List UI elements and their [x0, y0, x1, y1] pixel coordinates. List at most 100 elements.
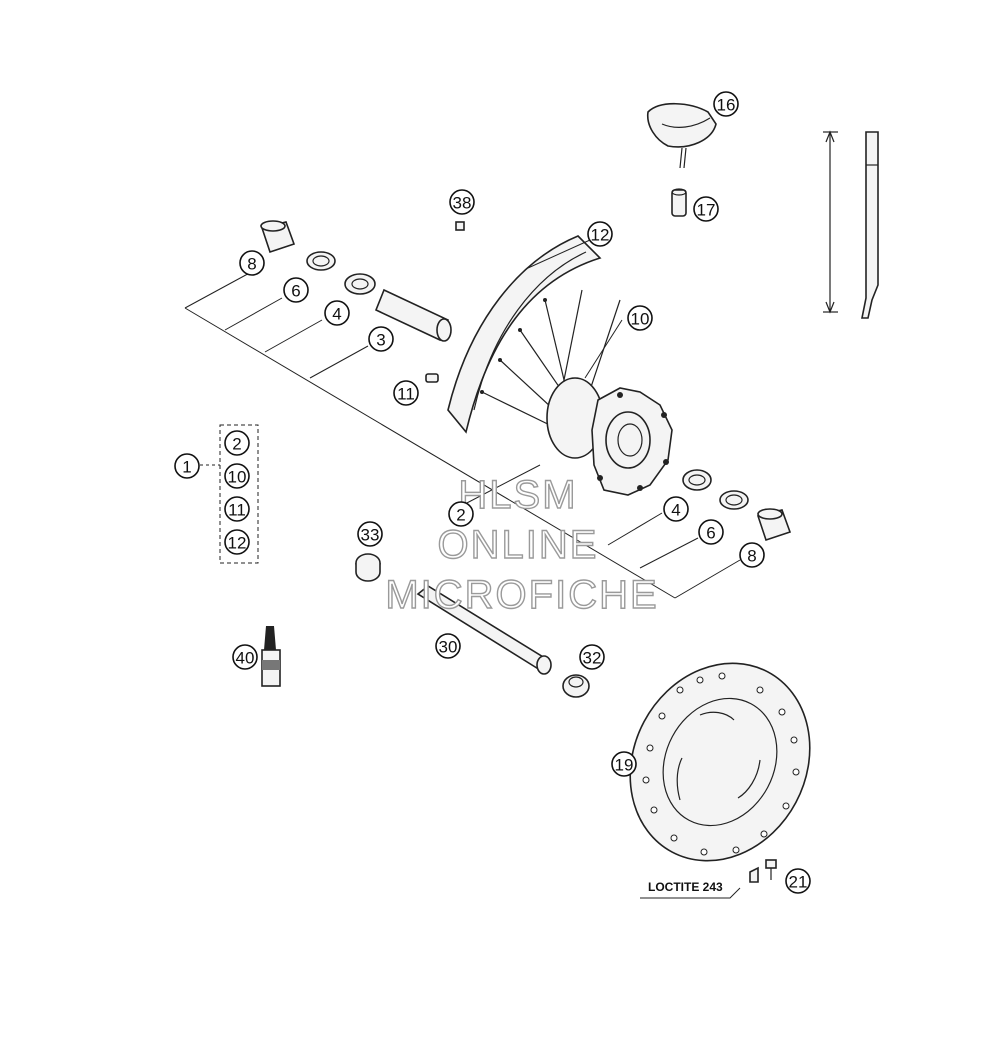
disc-bolt-21 [749, 859, 777, 883]
callout-circle [713, 91, 739, 117]
disc-holes [642, 672, 800, 856]
callout-c10a[interactable]: 10 [627, 305, 653, 331]
callout-label: 12 [228, 534, 247, 553]
callout-circle [393, 380, 419, 406]
spoke-nipple-11 [425, 373, 439, 383]
callout-circle [663, 496, 689, 522]
callout-c33[interactable]: 33 [357, 521, 383, 547]
callout-circle [368, 326, 394, 352]
callout-circle [627, 305, 653, 331]
callout-c40[interactable]: 40 [232, 644, 258, 670]
callout-label: 2 [232, 435, 241, 454]
callout-c1[interactable]: 1 [174, 453, 200, 479]
callout-c8b[interactable]: 8 [739, 542, 765, 568]
axle-nut-32 [562, 674, 590, 698]
callout-label: 6 [291, 282, 300, 301]
callout-circle [224, 496, 250, 522]
hub-2 [546, 377, 673, 496]
brake-disc-19 [629, 662, 811, 862]
callout-circle [224, 430, 250, 456]
callout-c4a[interactable]: 4 [324, 300, 350, 326]
callout-g12[interactable]: 12 [224, 529, 250, 555]
callout-c6a[interactable]: 6 [283, 277, 309, 303]
callout-g11[interactable]: 11 [224, 496, 250, 522]
callout-c21[interactable]: 21 [785, 868, 811, 894]
callout-c32[interactable]: 32 [579, 644, 605, 670]
callout-circle [579, 644, 605, 670]
callout-circle [587, 221, 613, 247]
watermark-line-1: HLSM [458, 473, 577, 517]
callout-label: 40 [236, 649, 255, 668]
callout-label: 11 [228, 501, 246, 520]
callout-circle [283, 277, 309, 303]
callout-label: 21 [789, 873, 808, 892]
callout-circle [224, 529, 250, 555]
callout-c4b[interactable]: 4 [663, 496, 689, 522]
callout-c3[interactable]: 3 [368, 326, 394, 352]
callout-label: 32 [583, 649, 602, 668]
nipple-38 [455, 221, 465, 231]
callout-g2[interactable]: 2 [224, 430, 250, 456]
callout-c2[interactable]: 2 [448, 501, 474, 527]
callout-c16[interactable]: 16 [713, 91, 739, 117]
callout-c17[interactable]: 17 [693, 196, 719, 222]
axle-nut-33 [355, 553, 381, 582]
callout-label: 3 [376, 331, 385, 350]
callout-circle [698, 519, 724, 545]
loctite-note: LOCTITE 243 [648, 880, 723, 894]
callout-label: 33 [361, 526, 380, 545]
callout-label: 4 [332, 305, 341, 324]
callout-label: 16 [717, 96, 736, 115]
callout-circle [239, 250, 265, 276]
seal-6-right [719, 490, 749, 510]
spacer-8-left [260, 220, 296, 254]
callout-c38[interactable]: 38 [449, 189, 475, 215]
callout-c6b[interactable]: 6 [698, 519, 724, 545]
callout-g10[interactable]: 10 [224, 463, 250, 489]
seal-6-left [306, 251, 336, 271]
watermark-line-3: MICROFICHE [385, 573, 658, 617]
rim-12 [447, 235, 602, 434]
callout-circle [435, 633, 461, 659]
valve-nut-17 [671, 188, 687, 217]
axle-30 [416, 585, 552, 675]
watermark-line-2: ONLINE [438, 523, 599, 567]
callout-label: 11 [397, 385, 415, 404]
callout-c30[interactable]: 30 [435, 633, 461, 659]
callout-circle [693, 196, 719, 222]
valve-cap-16 [646, 102, 717, 169]
callout-label: 19 [615, 756, 634, 775]
callout-label: 1 [182, 458, 191, 477]
callout-label: 17 [697, 201, 716, 220]
callout-c11a[interactable]: 11 [393, 380, 419, 406]
loctite-bottle-40 [261, 626, 281, 687]
callout-label: 10 [228, 468, 247, 487]
leader-lines [184, 239, 741, 899]
callout-circle [232, 644, 258, 670]
callout-c19[interactable]: 19 [611, 751, 637, 777]
callout-label: 30 [439, 638, 458, 657]
callout-label: 2 [456, 506, 465, 525]
callout-c12a[interactable]: 12 [587, 221, 613, 247]
callout-label: 38 [453, 194, 472, 213]
callout-c8a[interactable]: 8 [239, 250, 265, 276]
callout-circle [611, 751, 637, 777]
spacer-8-right [756, 508, 792, 542]
callout-circle [785, 868, 811, 894]
callout-circle [224, 463, 250, 489]
callout-label: 8 [247, 255, 256, 274]
callout-label: 12 [591, 226, 610, 245]
callout-circle [739, 542, 765, 568]
callout-circle [357, 521, 383, 547]
bearing-4-left [344, 273, 376, 295]
bearing-4-right [682, 469, 712, 491]
callout-label: 4 [671, 501, 680, 520]
callout-label: 10 [631, 310, 650, 329]
callout-circle [324, 300, 350, 326]
callout-circle [448, 501, 474, 527]
watermark: HLSM ONLINE MICROFICHE [385, 472, 658, 617]
callout-label: 8 [747, 547, 756, 566]
callout-circle [174, 453, 200, 479]
spacer-tube-3 [374, 288, 452, 342]
